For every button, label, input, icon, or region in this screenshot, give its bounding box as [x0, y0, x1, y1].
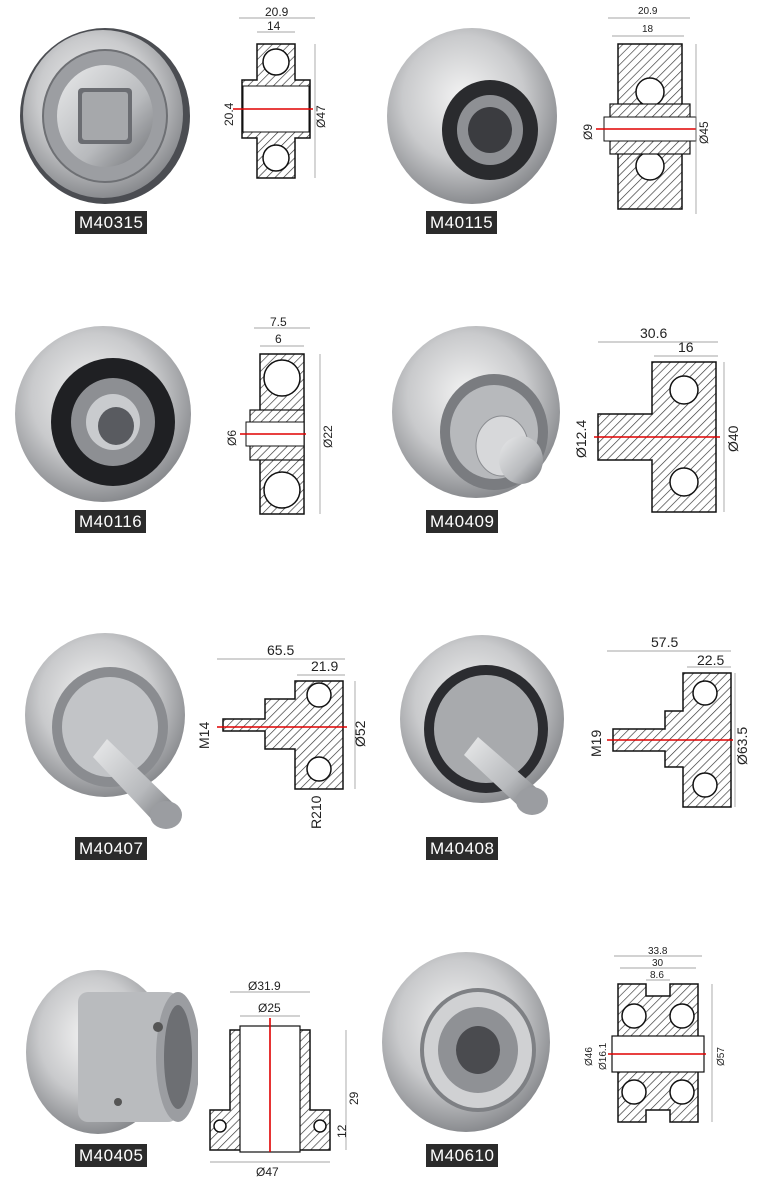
svg-text:Ø40: Ø40: [725, 425, 741, 452]
svg-text:30: 30: [652, 958, 664, 969]
svg-text:12: 12: [335, 1124, 349, 1138]
bearing-photo: [400, 635, 564, 815]
section-drawing: 20.9 14 20.4 Ø47: [222, 5, 328, 179]
product-m40407: 65.5 21.9 M14 Ø52 R210 M40407: [0, 615, 380, 865]
svg-text:6: 6: [275, 332, 282, 346]
svg-text:29: 29: [347, 1091, 361, 1105]
section-drawing: 7.5 6 Ø6 Ø22: [225, 315, 335, 515]
svg-text:Ø47: Ø47: [314, 105, 328, 128]
svg-text:Ø63.5: Ø63.5: [734, 727, 750, 765]
svg-text:16: 16: [678, 339, 694, 355]
svg-text:R210: R210: [308, 795, 324, 829]
section-drawing: 65.5 21.9 M14 Ø52 R210: [196, 642, 368, 829]
product-m40115: 20.9 18 Ø9 Ø45 M40115: [378, 0, 757, 240]
section-drawing: 57.5 22.5 M19 Ø63.5: [588, 634, 750, 808]
product-code-label: M40409: [426, 510, 499, 533]
svg-text:Ø31.9: Ø31.9: [248, 979, 281, 993]
svg-text:20.9: 20.9: [265, 5, 289, 19]
product-m40405: Ø31.9 Ø25 Ø47 29 12 M40405: [0, 940, 380, 1179]
svg-text:Ø25: Ø25: [258, 1001, 281, 1015]
product-code-label: M40610: [426, 1144, 499, 1167]
product-m40315: 20.9 14 20.4 Ø47 M40315: [0, 0, 380, 240]
product-code-label: M40116: [75, 510, 147, 533]
product-m40409: 30.6 16 Ø12.4 Ø40 M40409: [378, 300, 757, 540]
product-m40408: 57.5 22.5 M19 Ø63.5 M40408: [378, 615, 757, 865]
product-code-label: M40405: [75, 1144, 148, 1167]
product-code-label: M40115: [426, 211, 498, 234]
section-drawing: 33.8 30 8.6 Ø46 Ø16.1 Ø57: [584, 946, 727, 1123]
section-drawing: Ø31.9 Ø25 Ø47 29 12: [209, 979, 361, 1179]
svg-text:Ø47: Ø47: [256, 1165, 279, 1179]
product-m40610: 33.8 30 8.6 Ø46 Ø16.1 Ø57 M40610: [378, 940, 757, 1170]
svg-text:14: 14: [267, 19, 281, 33]
svg-text:30.6: 30.6: [640, 325, 667, 341]
svg-text:20.9: 20.9: [638, 6, 658, 17]
section-drawing: 30.6 16 Ø12.4 Ø40: [573, 325, 741, 513]
svg-text:57.5: 57.5: [651, 634, 678, 650]
svg-text:Ø22: Ø22: [321, 425, 335, 448]
svg-text:Ø52: Ø52: [352, 720, 368, 747]
bearing-photo: [387, 28, 557, 204]
svg-text:Ø16.1: Ø16.1: [598, 1042, 609, 1070]
svg-text:8.6: 8.6: [650, 970, 664, 981]
svg-text:Ø9: Ø9: [581, 124, 595, 140]
svg-text:65.5: 65.5: [267, 642, 294, 658]
svg-text:Ø46: Ø46: [584, 1047, 595, 1066]
svg-text:22.5: 22.5: [697, 652, 724, 668]
svg-text:33.8: 33.8: [648, 946, 668, 957]
bearing-photo: [15, 326, 191, 502]
svg-text:7.5: 7.5: [270, 315, 287, 329]
svg-text:M19: M19: [588, 730, 604, 757]
product-code-label: M40408: [426, 837, 499, 860]
svg-text:20.4: 20.4: [222, 102, 236, 126]
bearing-photo: [26, 970, 198, 1134]
svg-text:Ø6: Ø6: [225, 430, 239, 446]
svg-text:Ø45: Ø45: [697, 121, 711, 144]
svg-text:Ø12.4: Ø12.4: [573, 420, 589, 458]
svg-text:21.9: 21.9: [311, 658, 338, 674]
bearing-photo: [20, 28, 190, 204]
bearing-photo: [392, 326, 560, 498]
product-m40116: 7.5 6 Ø6 Ø22 M40116: [0, 300, 380, 540]
product-code-label: M40315: [75, 211, 148, 234]
svg-text:18: 18: [642, 24, 654, 35]
bearing-photo: [25, 633, 185, 829]
bearing-photo: [382, 952, 550, 1132]
section-drawing: 20.9 18 Ø9 Ø45: [581, 6, 711, 214]
svg-text:Ø57: Ø57: [716, 1047, 727, 1066]
product-code-label: M40407: [75, 837, 148, 860]
svg-text:M14: M14: [196, 722, 212, 749]
